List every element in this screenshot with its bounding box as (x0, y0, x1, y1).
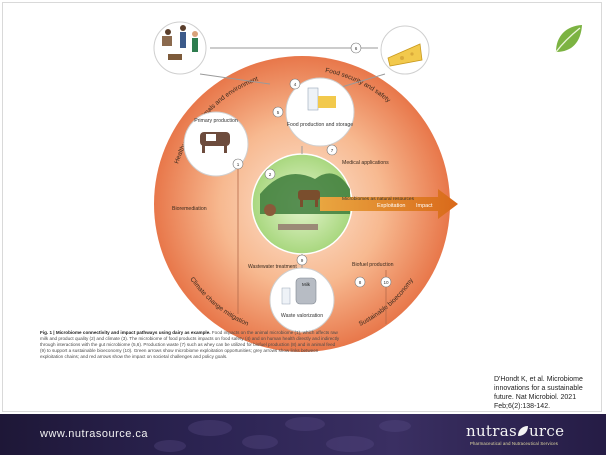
citation-text: D'Hondt K, et al. Microbiome innovations… (494, 376, 583, 410)
brand-logo: nutras urce (466, 422, 564, 440)
figure-caption: Fig. 1 | Microbiome connectivity and imp… (40, 330, 340, 360)
svg-text:Food production and storage: Food production and storage (287, 122, 353, 128)
svg-text:Waste valorization: Waste valorization (281, 313, 323, 319)
svg-text:10: 10 (383, 280, 389, 285)
svg-text:1: 1 (237, 162, 240, 167)
svg-text:5: 5 (277, 110, 280, 115)
leaf-o-icon (517, 426, 528, 436)
node-food-production: Food production and storage (285, 77, 355, 147)
hub-label: Microbiomes as natural resources (342, 196, 415, 202)
hub-microbiomes (251, 153, 353, 255)
svg-text:7: 7 (331, 148, 334, 153)
svg-text:Primary production: Primary production (194, 118, 238, 124)
brand-suffix: urce (528, 422, 565, 440)
exploitation-impact-arrow: Exploitation Impact (320, 189, 458, 219)
label-biofuel: Biofuel production (352, 262, 394, 268)
svg-text:6: 6 (355, 46, 358, 51)
label-bioremediation: Bioremediation (172, 206, 207, 212)
leaf-logo-icon (555, 25, 582, 53)
website-link[interactable]: www.nutrasource.ca (40, 428, 149, 440)
caption-lead: Fig. 1 | Microbiome connectivity and imp… (40, 330, 211, 335)
svg-text:Impact: Impact (416, 203, 433, 209)
microbiome-figure: Healthy people, animals and environment … (153, 21, 458, 352)
brand-prefix: nutras (466, 422, 517, 440)
node-waste-valorization: Milk Waste valorization (269, 267, 335, 333)
slide-frame (2, 2, 602, 412)
label-medical: Medical applications (342, 160, 389, 166)
footer-banner: www.nutrasource.ca nutras urce Pharmaceut… (0, 414, 606, 455)
brand-tagline: Pharmaceutical and Nutraceutical Service… (470, 441, 559, 446)
footer-texture (154, 417, 411, 452)
number-markers: 6 4 5 1 2 7 9 8 10 (232, 42, 392, 288)
svg-text:2: 2 (269, 172, 272, 177)
label-wastewater: Wastewater treatment (248, 264, 297, 270)
svg-text:Milk: Milk (302, 282, 311, 287)
svg-text:Exploitation: Exploitation (377, 203, 405, 209)
svg-text:8: 8 (359, 280, 362, 285)
cheese-illustration (380, 25, 430, 75)
svg-text:9: 9 (301, 258, 304, 263)
svg-text:4: 4 (294, 82, 297, 87)
node-primary-production: Primary production (183, 111, 249, 177)
caption-body: Food impacts on the animal microbiome (1… (40, 330, 340, 360)
people-illustration (153, 21, 207, 75)
